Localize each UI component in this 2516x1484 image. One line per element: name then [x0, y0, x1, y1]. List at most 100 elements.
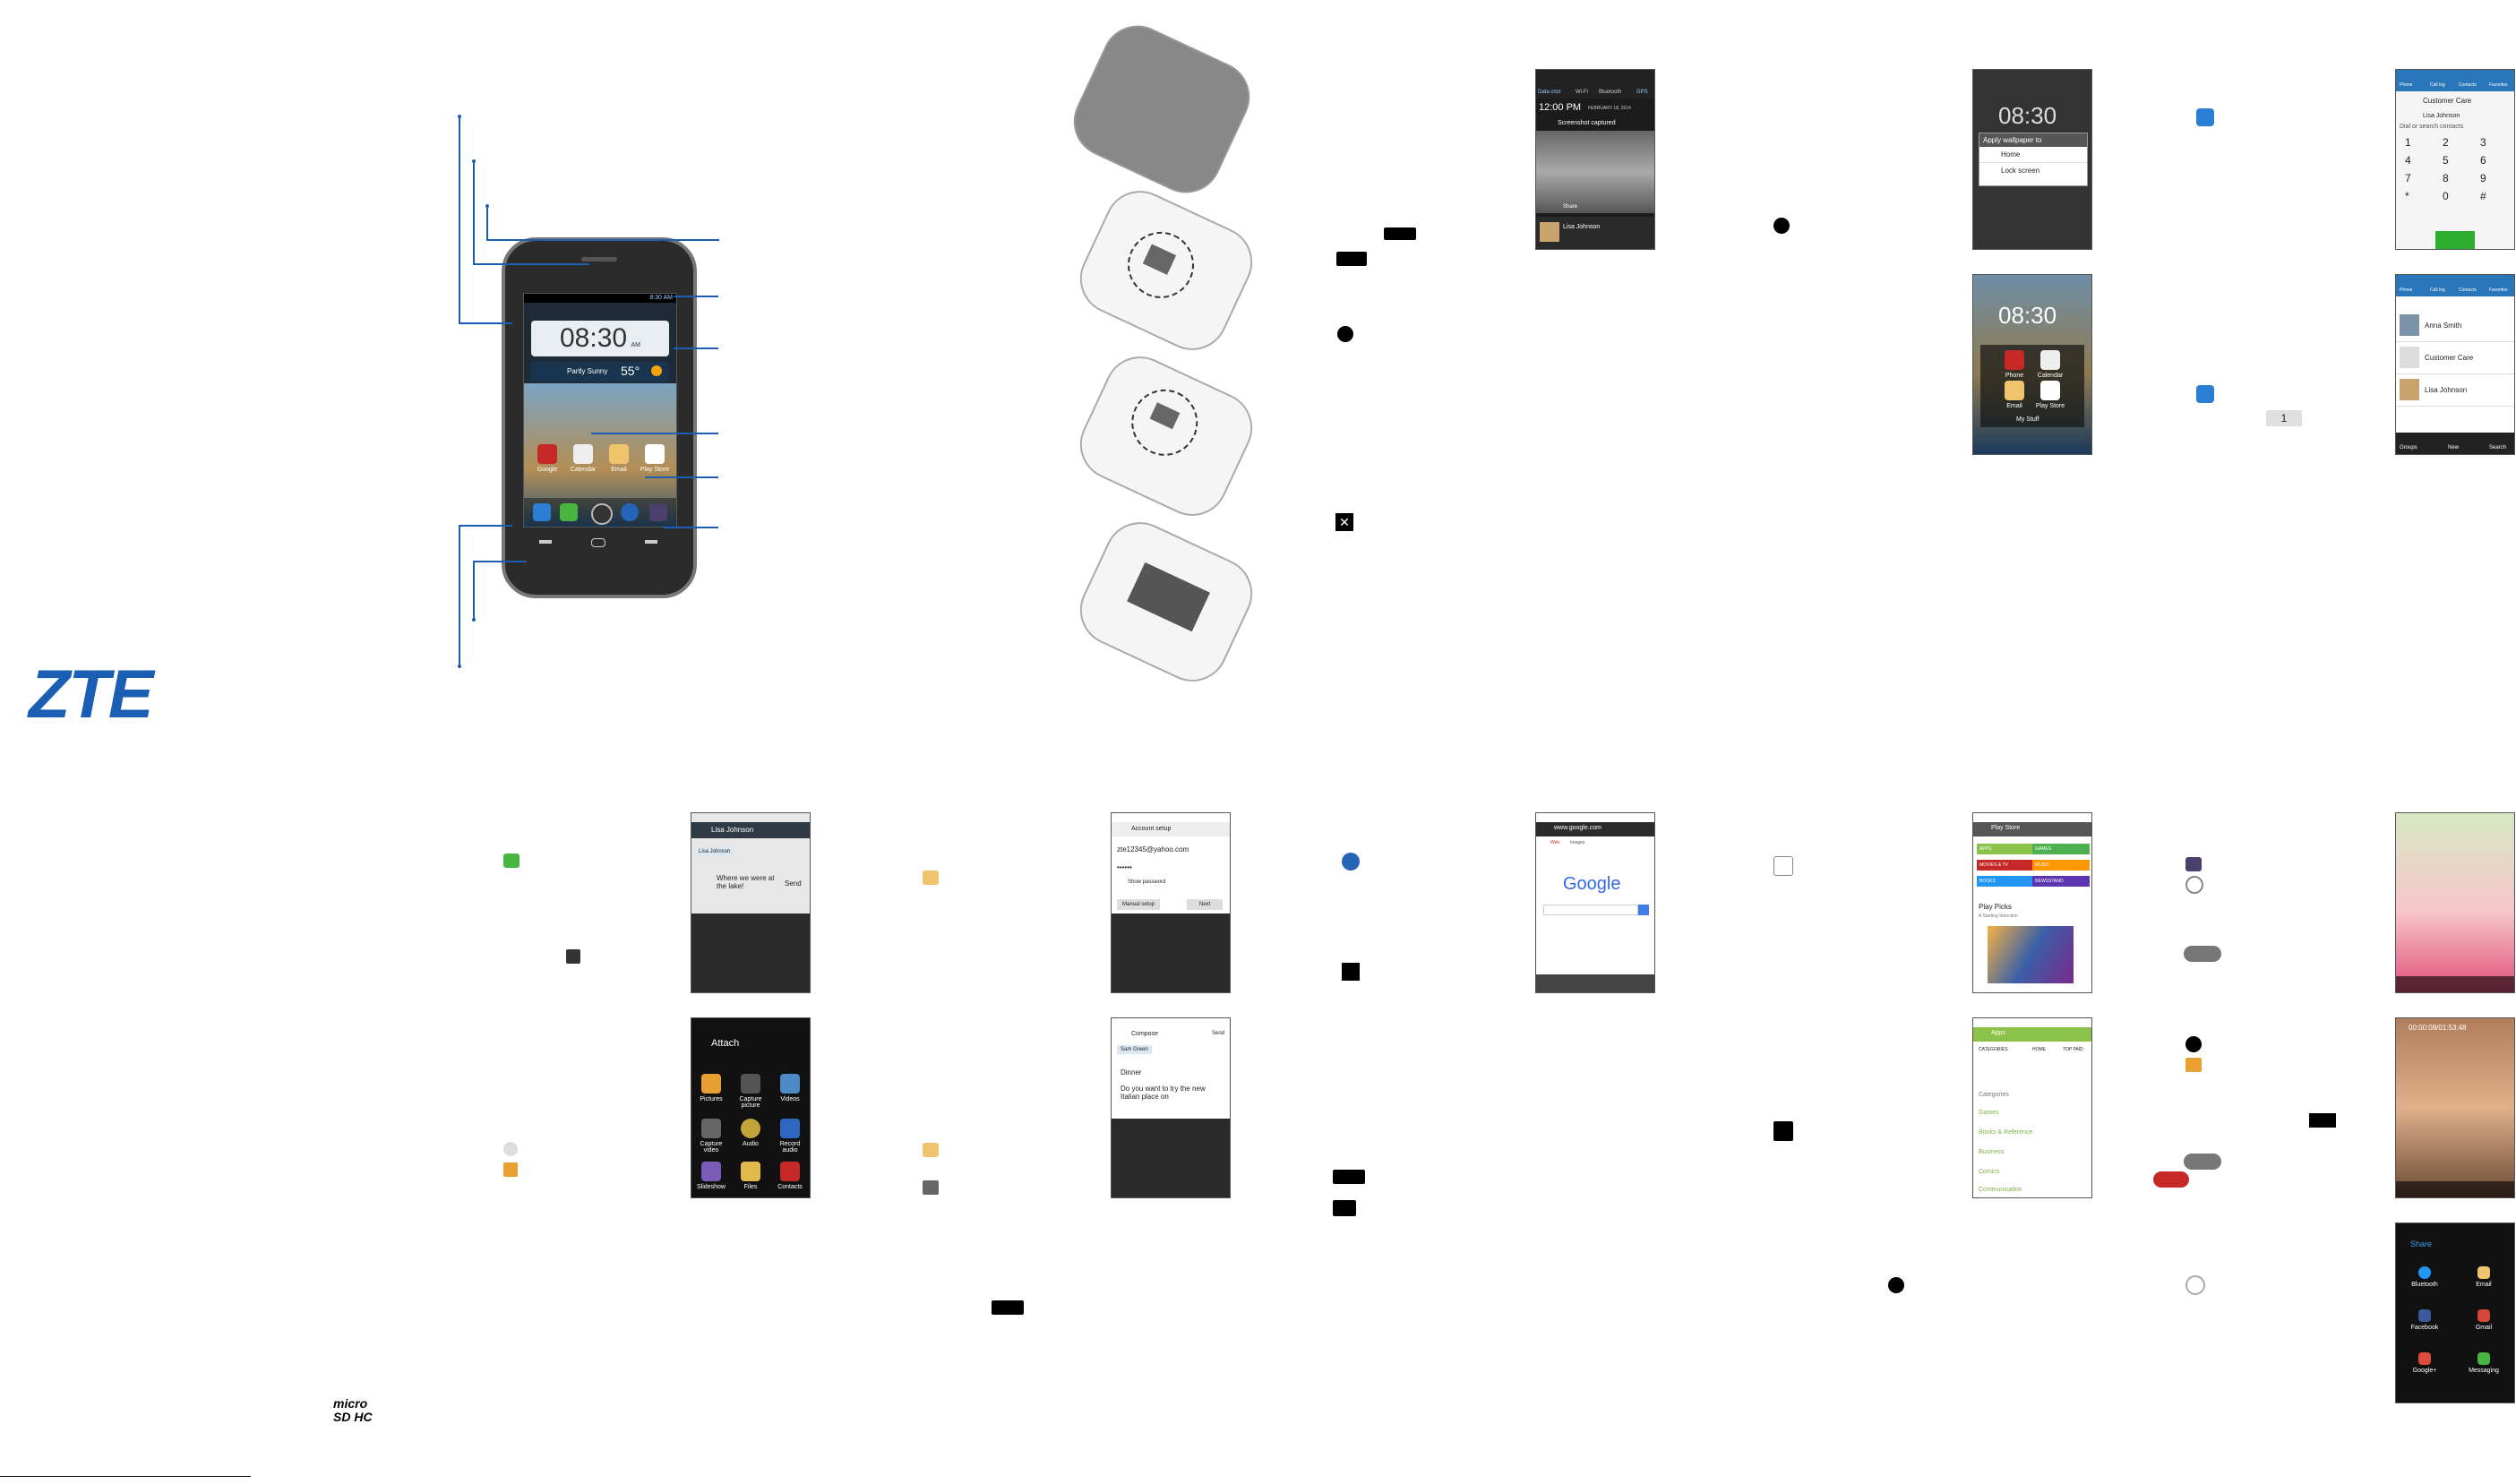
option-lock-screen[interactable]: Lock screen	[2001, 167, 2040, 175]
menu-key[interactable]	[645, 540, 657, 544]
screenshot-title[interactable]: Screenshot captured	[1558, 120, 1616, 126]
recipient-chip[interactable]: Lisa Johnson	[695, 847, 734, 856]
callout-line	[645, 476, 718, 478]
camera-icon[interactable]	[649, 503, 667, 521]
back-key[interactable]	[539, 540, 552, 544]
app-play-store[interactable]: Play Store	[2034, 381, 2066, 409]
apps-category: Categories	[1979, 1092, 2009, 1098]
to-chip[interactable]: Sam Green	[1117, 1045, 1152, 1054]
attach-capture-video[interactable]: Capture video	[695, 1119, 727, 1154]
app-google[interactable]: Google	[531, 444, 563, 473]
app-email[interactable]: Email	[603, 444, 635, 473]
share-email[interactable]: Email	[2468, 1266, 2500, 1288]
share-google-plus[interactable]: Google+	[2409, 1352, 2441, 1374]
url-bar[interactable]: www.google.com	[1554, 825, 1601, 831]
app-calendar[interactable]: Calendar	[567, 444, 599, 473]
camera-switch-icon	[2309, 1113, 2336, 1128]
email-field[interactable]: zte12345@yahoo.com	[1117, 845, 1189, 854]
home-screen: 8:30 AM 08:30 AM Partly Sunny 55° Google…	[523, 293, 677, 528]
app-email[interactable]: Email	[1998, 381, 2031, 409]
browser-icon[interactable]	[621, 503, 639, 521]
manual-setup-button[interactable]: Manual setup	[1117, 899, 1161, 910]
apps-category[interactable]: Books & Reference	[1979, 1129, 2033, 1136]
cat-newsstand[interactable]: NEWSSTAND	[2032, 876, 2090, 887]
dialer-contact[interactable]: Lisa Johnson	[2423, 113, 2460, 119]
contact-row[interactable]: Anna Smith	[2396, 311, 2514, 342]
share-bluetooth[interactable]: Bluetooth	[2409, 1266, 2441, 1288]
app-play-store[interactable]: Play Store	[639, 444, 671, 473]
callout-dot	[472, 159, 476, 163]
share-facebook[interactable]: Facebook	[2409, 1309, 2441, 1331]
messaging-icon[interactable]	[560, 503, 578, 521]
toggle-wifi[interactable]: Wi-Fi	[1576, 90, 1588, 95]
apps-category[interactable]: Comics	[1979, 1169, 2000, 1175]
share-messaging[interactable]: Messaging	[2468, 1352, 2500, 1374]
apps-category[interactable]: Communication	[1979, 1187, 2022, 1193]
callout-line	[473, 161, 475, 264]
app-calendar[interactable]: Calendar	[2034, 350, 2066, 379]
password-field[interactable]: ••••••	[1117, 863, 1132, 871]
dial-search[interactable]: Dial or search contacts	[2400, 124, 2464, 130]
dialer-contact[interactable]: Customer Care	[2423, 97, 2472, 105]
share-label[interactable]: Share	[1563, 204, 1578, 210]
subject-field[interactable]: Dinner	[1121, 1068, 1142, 1077]
callout-line	[459, 525, 512, 527]
apps-category[interactable]: Games	[1979, 1110, 1999, 1116]
clock-time: 08:30	[559, 323, 628, 353]
attach-files[interactable]: Files	[734, 1162, 767, 1190]
attach-record-audio[interactable]: Record audio	[774, 1119, 806, 1154]
search-button[interactable]	[1638, 905, 1649, 915]
share-gmail[interactable]: Gmail	[2468, 1309, 2500, 1331]
app-phone[interactable]: Phone	[1998, 350, 2031, 379]
body-field[interactable]: Do you want to try the new Italian place…	[1121, 1085, 1206, 1101]
phone-icon[interactable]	[533, 503, 551, 521]
contact-row[interactable]: Lisa Johnson	[2396, 375, 2514, 407]
send-button[interactable]: Send	[785, 879, 802, 888]
apps-icon[interactable]	[591, 503, 613, 525]
cat-apps[interactable]: APPS	[1977, 844, 2034, 854]
screenshot-preview	[1536, 131, 1654, 213]
option-home[interactable]: Home	[1979, 147, 2087, 163]
attach-videos[interactable]: Videos	[774, 1074, 806, 1102]
toggle-gps[interactable]: GPS	[1636, 90, 1648, 95]
home-key[interactable]	[591, 538, 605, 547]
apps-category[interactable]: Business	[1979, 1149, 2005, 1155]
attach-pictures[interactable]: Pictures	[695, 1074, 727, 1102]
call-button[interactable]	[2435, 231, 2475, 249]
phone-overview: 8:30 AM 08:30 AM Partly Sunny 55° Google…	[502, 237, 697, 598]
cat-games[interactable]: GAMES	[2032, 844, 2090, 854]
dock	[524, 498, 676, 527]
share-icon	[2185, 1275, 2205, 1295]
show-password-checkbox[interactable]: Show password	[1128, 879, 1166, 885]
tabs-icon	[1333, 1200, 1356, 1216]
dialer-tabs: Phone Call log Contacts Favorites	[2396, 70, 2514, 91]
pictures-icon	[503, 1162, 518, 1177]
email-icon	[923, 1143, 939, 1157]
message-input[interactable]: Where we were at the lake!	[717, 874, 775, 890]
attach-audio[interactable]: Audio	[734, 1119, 767, 1147]
folder-name[interactable]: My Stuff	[2016, 416, 2039, 423]
next-button[interactable]: Next	[1187, 899, 1224, 910]
cat-movies[interactable]: MOVIES & TV	[1977, 860, 2034, 871]
contact-row[interactable]: Customer Care	[2396, 343, 2514, 374]
attach-slideshow[interactable]: Slideshow	[695, 1162, 727, 1190]
notif-contact[interactable]: Lisa Johnson	[1536, 217, 1654, 249]
toggle-data[interactable]: Data cnct	[1538, 90, 1561, 95]
picks-banner[interactable]	[1988, 926, 2074, 983]
play-store-icon	[1773, 856, 1793, 876]
contacts-tabs: Phone Call log Contacts Favorites	[2396, 275, 2514, 296]
keyboard[interactable]	[691, 914, 810, 992]
send-button[interactable]: Send	[1212, 1031, 1225, 1036]
cat-books[interactable]: BOOKS	[1977, 876, 2034, 887]
compose-screen: Compose Send Sam Green Dinner Do you wan…	[1111, 1017, 1231, 1198]
toggle-bluetooth[interactable]: Bluetooth	[1599, 90, 1622, 95]
attach-capture-picture[interactable]: Capture picture	[734, 1074, 767, 1109]
keyboard[interactable]	[1112, 1119, 1230, 1197]
attach-screen: Attach Pictures Capture picture Videos C…	[691, 1017, 811, 1198]
notif-time: 12:00 PM	[1539, 102, 1582, 113]
search-input[interactable]	[1543, 905, 1638, 915]
attach-contacts[interactable]: Contacts	[774, 1162, 806, 1190]
keyboard[interactable]	[1112, 914, 1230, 992]
phone-speaker	[581, 257, 617, 262]
cat-music[interactable]: MUSIC	[2032, 860, 2090, 871]
